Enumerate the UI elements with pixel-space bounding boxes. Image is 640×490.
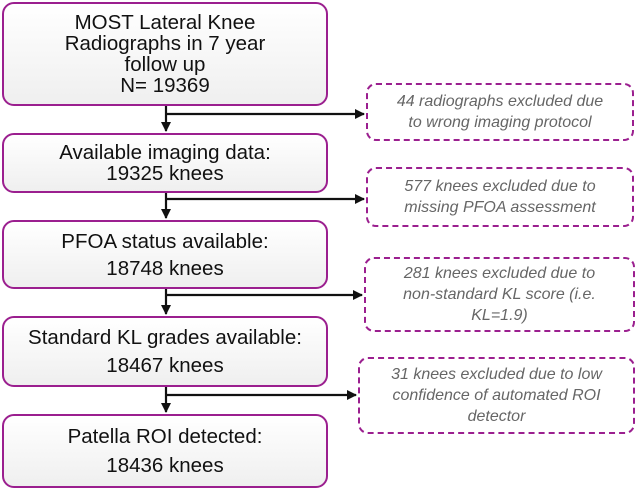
stage-box-roi: Patella ROI detected: 18436 knees: [2, 414, 328, 488]
stage-count: 18467 knees: [106, 354, 224, 377]
stage-box-imaging: Available imaging data: 19325 knees: [2, 133, 328, 193]
exclusion-box-protocol: 44 radiographs excluded due to wrong ima…: [366, 83, 634, 141]
exclusion-box-pfoa: 577 knees excluded due to missing PFOA a…: [366, 167, 634, 227]
stage-line: N= 19369: [120, 74, 210, 97]
stage-line: MOST Lateral Knee: [74, 11, 256, 34]
exclusion-line: 44 radiographs excluded due: [396, 93, 604, 110]
stage-box-pfoa: PFOA status available: 18748 knees: [2, 220, 328, 289]
exclusion-line: confidence of automated ROI: [392, 387, 601, 404]
exclusion-line: 31 knees excluded due to low: [391, 366, 602, 383]
exclusion-line: 577 knees excluded due to: [404, 178, 596, 195]
stage-line: PFOA status available:: [61, 229, 269, 253]
stage-box-source: MOST Lateral Knee Radiographs in 7 year …: [2, 2, 328, 106]
stage-line: Standard KL grades available:: [28, 326, 302, 349]
exclusion-line: 281 knees excluded due to: [403, 265, 596, 282]
stage-count: 18748 knees: [106, 256, 224, 280]
exclusion-box-kl: 281 knees excluded due to non-standard K…: [364, 257, 635, 332]
stage-line: Patella ROI detected:: [67, 425, 263, 448]
exclusion-line: to wrong imaging protocol: [408, 114, 592, 131]
exclusion-line: KL=1.9): [471, 307, 528, 324]
stage-count: 19325 knees: [106, 162, 224, 185]
stage-box-kl: Standard KL grades available: 18467 knee…: [2, 316, 328, 387]
exclusion-box-roi: 31 knees excluded due to low confidence …: [358, 357, 635, 434]
exclusion-line: non-standard KL score (i.e.: [403, 286, 596, 303]
exclusion-line: detector: [467, 408, 526, 425]
exclusion-line: missing PFOA assessment: [404, 199, 596, 216]
stage-line: follow up: [124, 53, 206, 76]
stage-count: 18436 knees: [106, 454, 224, 477]
stage-line: Available imaging data:: [59, 141, 271, 164]
stage-line: Radiographs in 7 year: [64, 32, 266, 55]
